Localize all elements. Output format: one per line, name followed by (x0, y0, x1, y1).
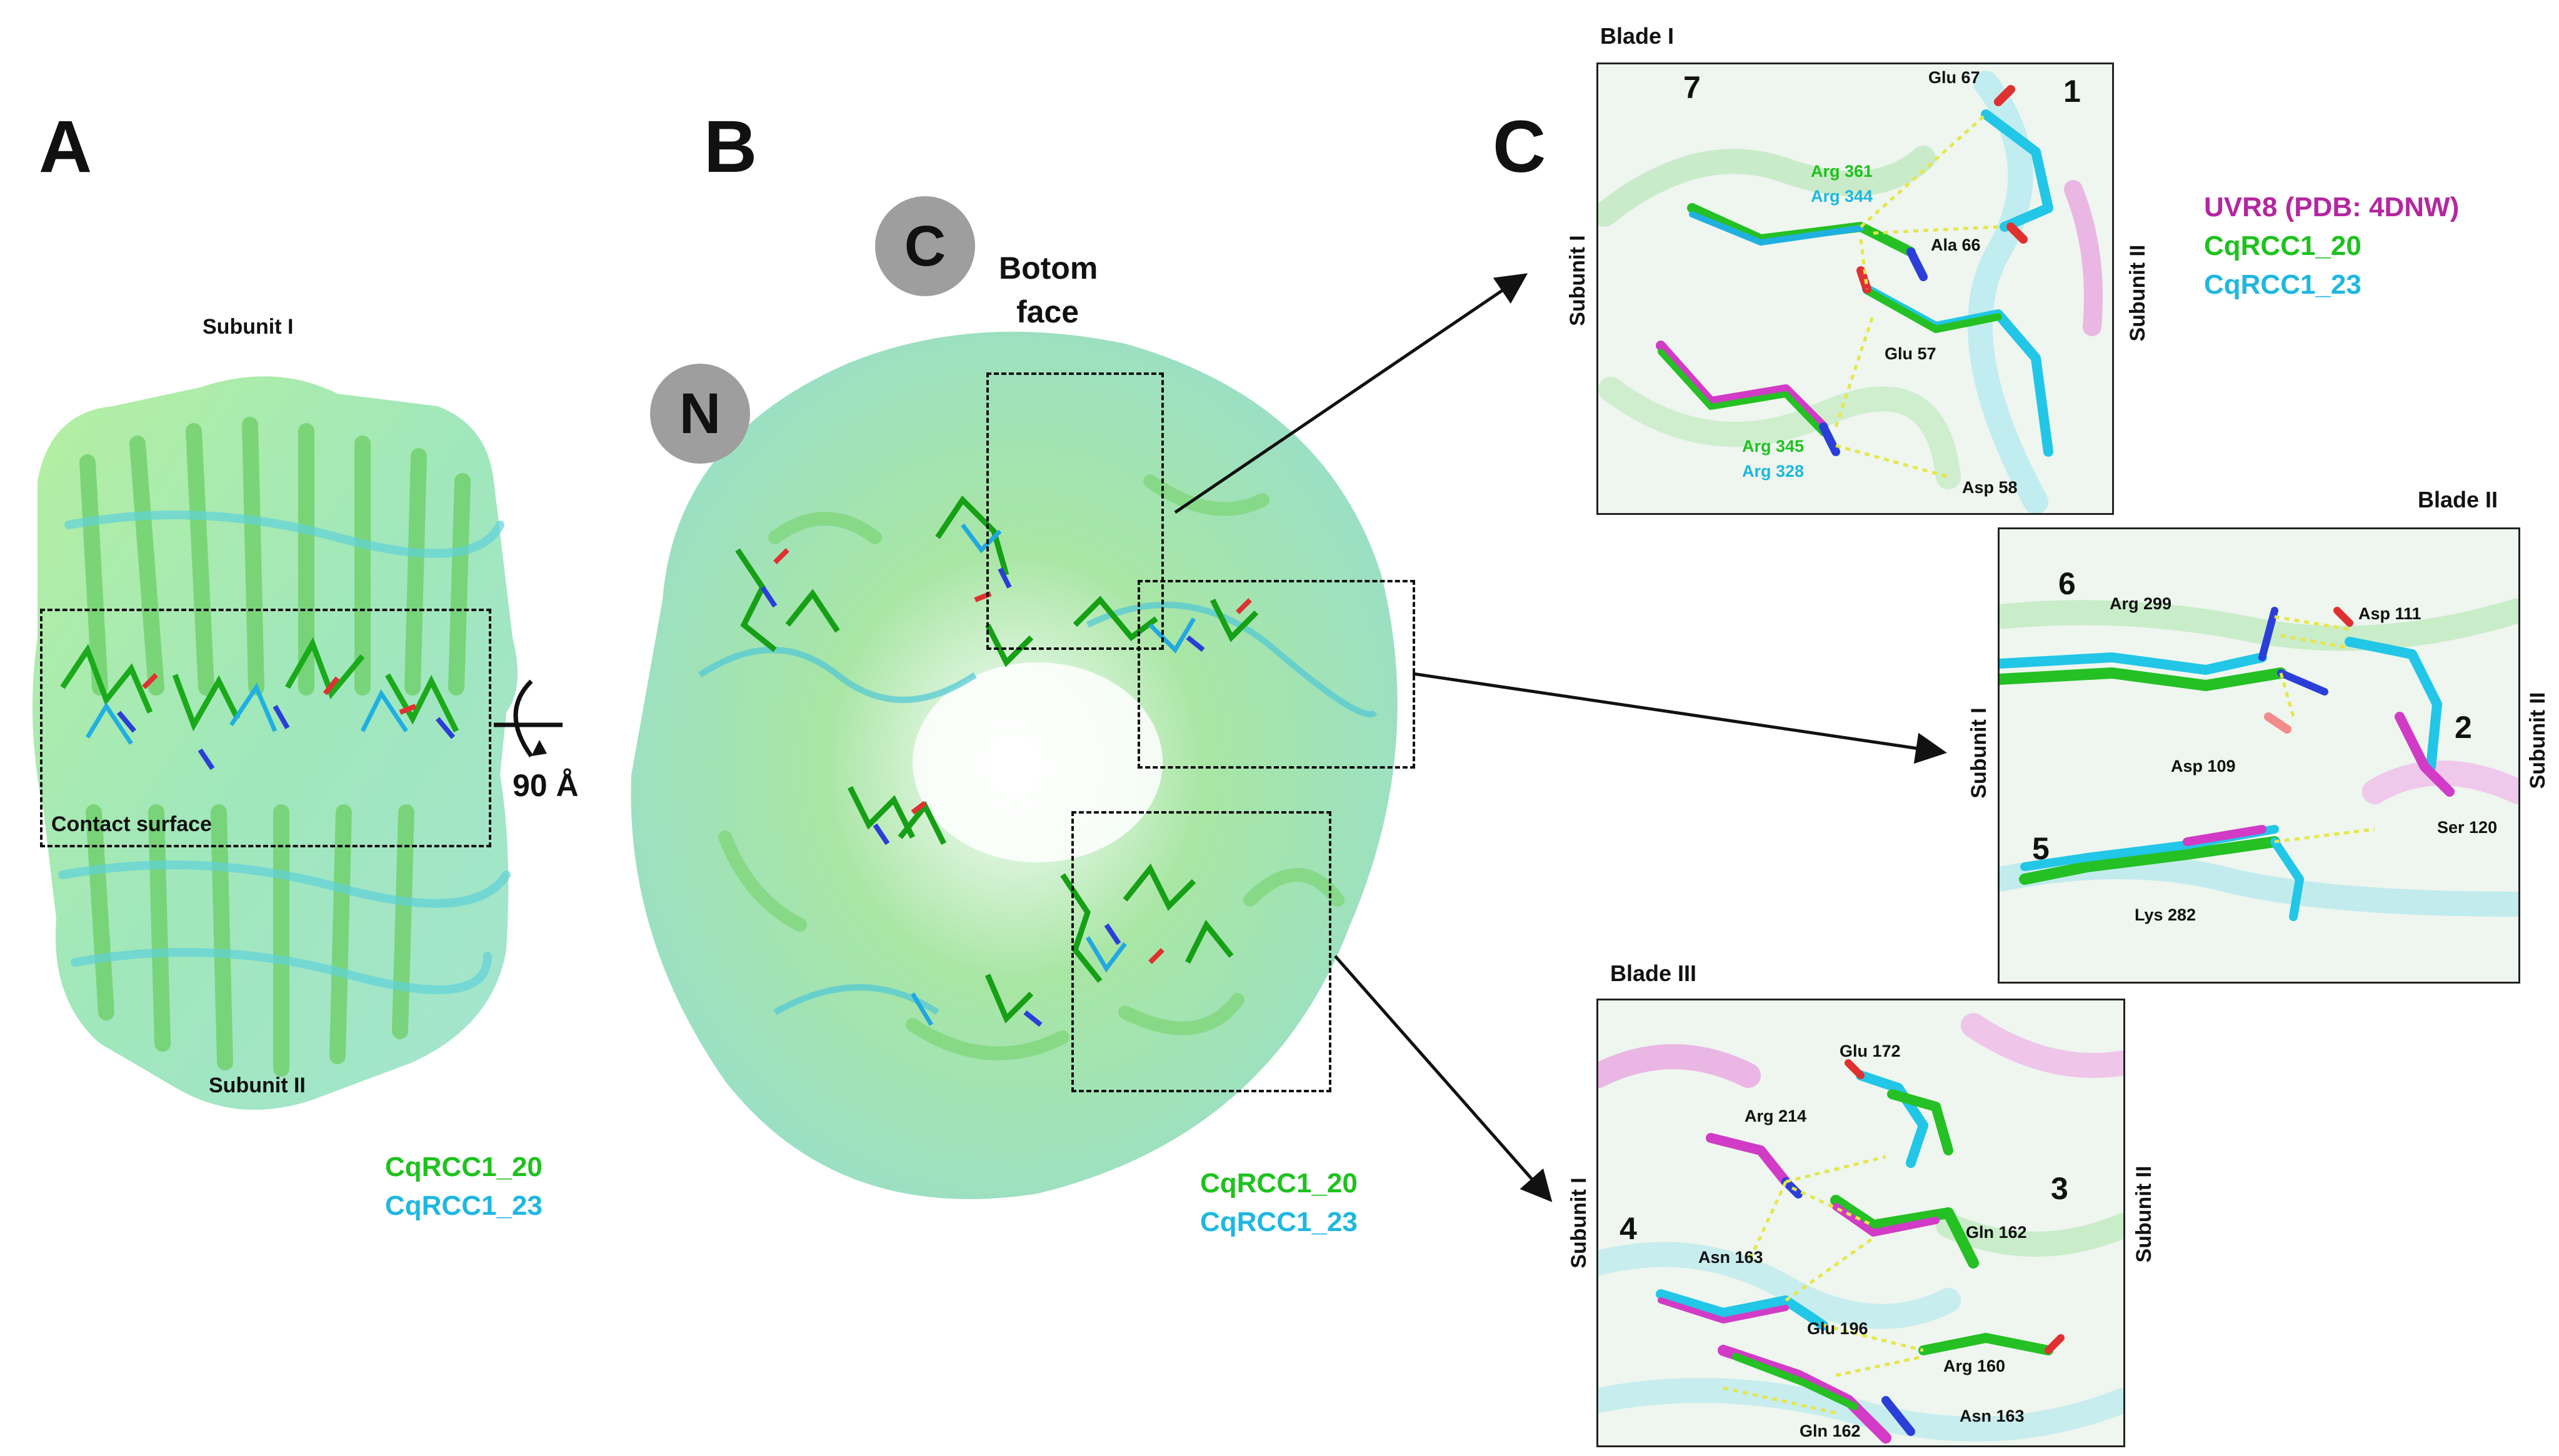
dimer-side-view-illustration (33, 376, 518, 1110)
bottom-face-label-line1: Botom (999, 251, 1098, 286)
rotation-label: 90 Å (513, 768, 579, 803)
c-terminus-badge: C (875, 196, 975, 296)
n-terminus-badge: N (650, 364, 750, 464)
legend-c-cqrcc1-20: CqRCC1_20 (2204, 231, 2361, 261)
blade-ii-number-6: 6 (2058, 566, 2076, 601)
blade-ii-subunit-left: Subunit I (1967, 707, 1991, 799)
blade-ii-res-asp111: Asp 111 (2358, 604, 2421, 623)
legend-b-cqrcc1-20: CqRCC1_20 (1200, 1168, 1358, 1199)
legend-b-cqrcc1-23: CqRCC1_23 (1200, 1207, 1358, 1237)
blade-i-res-arg328: Arg 328 (1742, 462, 1805, 481)
contact-surface-box (40, 609, 491, 847)
blade-ii-title: Blade II (2418, 487, 2498, 512)
panel-c-letter: C (1493, 106, 1546, 188)
blade-ii-subunit-right: Subunit II (2526, 692, 2550, 789)
blade-iii-res-asn163-upper: Asn 163 (1698, 1248, 1763, 1267)
blade-ii-number-2: 2 (2455, 710, 2472, 745)
contact-surface-label: Contact surface (51, 812, 212, 836)
blade-iii-res-gln162-lower: Gln 162 (1800, 1422, 1861, 1440)
blade-iii-number-3: 3 (2051, 1171, 2068, 1206)
blade-i-structure (1598, 71, 2103, 513)
blade-ii-res-ser120: Ser 120 (2437, 818, 2498, 837)
blade-ii-number-5: 5 (2032, 831, 2050, 866)
blade-iii-res-glu172: Glu 172 (1840, 1042, 1901, 1060)
arrow-to-blade-i (1174, 273, 1528, 514)
blade-i-res-glu67: Glu 67 (1928, 68, 1980, 87)
blade-i-subunit-right: Subunit II (2126, 244, 2150, 342)
legend-a-cqrcc1-23: CqRCC1_23 (385, 1190, 543, 1221)
blade-i-number-1: 1 (2063, 74, 2081, 109)
blade-i-res-glu57: Glu 57 (1885, 344, 1936, 363)
legend-c-cqrcc1-23: CqRCC1_23 (2204, 269, 2361, 300)
blade-i-res-ala66: Ala 66 (1931, 236, 1981, 254)
blade-iii-inset: 4 3 Glu 172 Arg 214 Gln 162 Asn 163 Glu … (1596, 999, 2125, 1447)
blade-i-res-arg361: Arg 361 (1811, 162, 1873, 181)
selection-box-blade-iii (1071, 811, 1331, 1092)
subunit-ii-label: Subunit II (209, 1074, 306, 1097)
blade-i-inset: 7 1 Glu 67 Arg 361 Arg 344 Ala 66 Glu 57… (1596, 62, 2114, 515)
panel-a-letter: A (39, 106, 93, 188)
subunit-i-label: Subunit I (203, 315, 294, 339)
blade-i-res-arg345: Arg 345 (1742, 437, 1805, 456)
arrow-to-blade-iii (1334, 955, 1553, 1202)
blade-iii-subunit-right: Subunit II (2132, 1165, 2156, 1263)
panel-b-letter: B (704, 106, 758, 188)
rotation-arrow-icon (494, 679, 563, 758)
blade-ii-res-arg299: Arg 299 (2110, 594, 2172, 613)
blade-iii-res-gln162-upper: Gln 162 (1966, 1223, 2027, 1242)
blade-i-res-asp58: Asp 58 (1962, 478, 2018, 497)
blade-iii-res-arg214: Arg 214 (1745, 1107, 1807, 1125)
legend-c-uvr8: UVR8 (PDB: 4DNW) (2204, 192, 2460, 222)
blade-iii-res-asn163-lower: Asn 163 (1960, 1407, 2025, 1425)
blade-i-subunit-left: Subunit I (1566, 235, 1590, 326)
bottom-face-label-line2: face (1016, 294, 1079, 329)
blade-i-res-arg344: Arg 344 (1811, 187, 1873, 206)
blade-iii-number-4: 4 (1620, 1211, 1637, 1246)
blade-iii-title: Blade III (1610, 960, 1697, 986)
blade-iii-subunit-left: Subunit I (1567, 1177, 1591, 1269)
blade-ii-res-asp109: Asp 109 (2171, 757, 2236, 775)
blade-i-title: Blade I (1600, 23, 1675, 49)
blade-i-number-7: 7 (1683, 70, 1701, 105)
blade-ii-structure (2000, 598, 2518, 921)
legend-a-cqrcc1-20: CqRCC1_20 (385, 1152, 543, 1182)
blade-ii-res-lys282: Lys 282 (2135, 905, 2196, 924)
blade-ii-inset: 6 2 5 Arg 299 Asp 111 Asp 109 Ser 120 Ly… (1998, 527, 2520, 984)
blade-iii-structure (1598, 1013, 2123, 1444)
selection-box-blade-i (986, 372, 1164, 650)
blade-iii-res-glu196: Glu 196 (1807, 1319, 1868, 1338)
blade-iii-res-arg160: Arg 160 (1943, 1357, 2006, 1375)
arrow-to-blade-ii (1412, 672, 1947, 764)
